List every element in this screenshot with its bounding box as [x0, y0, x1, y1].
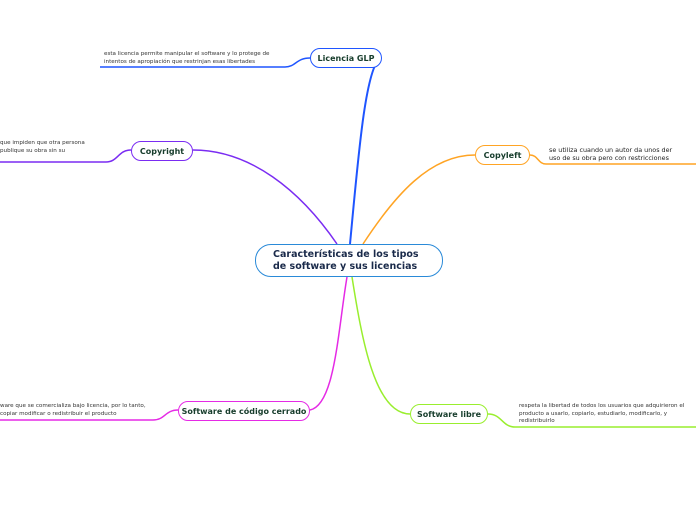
- note-copyleft: se utiliza cuando un autor da unos der u…: [549, 146, 672, 162]
- note-connector-copyright: [0, 149, 132, 163]
- topic-licencia-glp[interactable]: Licencia GLP: [310, 48, 382, 68]
- note-line: redistribuirlo: [519, 418, 555, 424]
- note-line: publique su obra sin su: [0, 147, 66, 154]
- topic-copyright[interactable]: Copyright: [131, 141, 193, 161]
- connector-software-codigo-cerrado: [309, 276, 348, 411]
- topic-label: Software libre: [416, 409, 482, 419]
- topic-copyleft[interactable]: Copyleft: [475, 145, 530, 165]
- note-line: uso de su obra pero con restricciones: [549, 154, 669, 162]
- note-line: esta licencia permite manipular el softw…: [104, 51, 270, 57]
- note-line: ware que se comercializa bajo licencia, …: [0, 403, 146, 409]
- connector-copyleft: [362, 154, 476, 245]
- central-topic[interactable]: Características de los tipos de software…: [255, 244, 443, 277]
- note-line: que impiden que otra persona: [0, 140, 85, 146]
- note-line: intentos de apropiación que restrinjan e…: [104, 58, 255, 65]
- topic-software-codigo-cerrado[interactable]: Software de código cerrado: [178, 401, 310, 421]
- note-line: respeta la libertad de todos los usuario…: [519, 403, 685, 409]
- topic-label: Software de código cerrado: [181, 406, 307, 416]
- note-connector-software-codigo-cerrado: [0, 409, 179, 421]
- note-connector-software-libre: [487, 413, 696, 428]
- connector-licencia-glp: [349, 57, 381, 245]
- central-topic-label: Características de los tipos de software…: [273, 248, 419, 272]
- note-copyright: que impiden que otra persona publique su…: [0, 140, 85, 155]
- topic-label: Licencia GLP: [317, 53, 375, 63]
- connector-software-libre: [351, 276, 411, 415]
- connector-copyright: [192, 149, 338, 245]
- note-connector-copyleft: [529, 154, 696, 165]
- note-line: se utiliza cuando un autor da unos der: [549, 146, 673, 154]
- note-software-libre: respeta la libertad de todos los usuario…: [519, 403, 684, 426]
- note-licencia-glp: esta licencia permite manipular el softw…: [104, 51, 269, 66]
- note-line: copiar modificar o redistribuir el produ…: [0, 410, 117, 417]
- topic-label: Copyleft: [483, 150, 522, 160]
- topic-software-libre[interactable]: Software libre: [410, 404, 488, 424]
- note-line: producto a usarlo, copiarlo, estudiarlo,…: [519, 410, 668, 417]
- note-software-codigo-cerrado: ware que se comercializa bajo licencia, …: [0, 403, 146, 418]
- note-connector-licencia-glp: [100, 57, 311, 68]
- topic-label: Copyright: [139, 146, 185, 156]
